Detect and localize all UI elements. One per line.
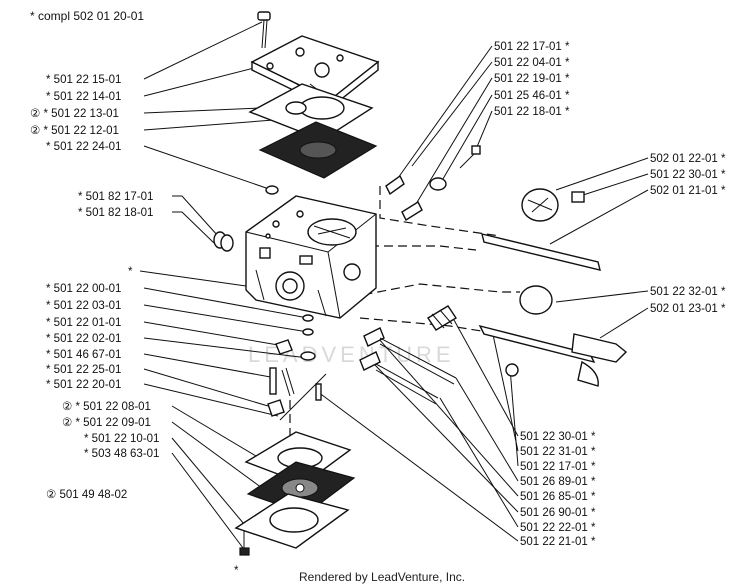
pump-diaphragm xyxy=(258,121,378,179)
bottom-screw xyxy=(239,530,250,556)
part-label-bottom-right-1: 501 22 30-01 * xyxy=(520,431,596,443)
part-label-far-right-1: 502 01 22-01 * xyxy=(650,153,726,165)
part-label-left-1: * 501 22 15-01 xyxy=(46,74,121,86)
part-label-left-8: * xyxy=(128,266,133,278)
part-label-left-15: * 501 22 20-01 xyxy=(46,379,121,391)
part-label-left-19: * 503 48 63-01 xyxy=(84,448,159,460)
top-screw xyxy=(257,11,271,49)
part-label-left-16: ② * 501 22 08-01 xyxy=(62,401,151,413)
throttle-shaft xyxy=(481,188,601,271)
small-washer xyxy=(265,185,279,195)
far-right-labels: 502 01 22-01 * 501 22 30-01 * 502 01 21-… xyxy=(650,153,726,315)
part-label-left-6: * 501 82 17-01 xyxy=(78,191,153,203)
part-label-bottom-right-4: 501 26 89-01 * xyxy=(520,476,596,488)
choke-shaft xyxy=(478,285,628,387)
part-label-left-4: ② * 501 22 12-01 xyxy=(30,125,119,137)
needle-springs xyxy=(385,145,481,222)
part-label-bottom-right-2: 501 22 31-01 * xyxy=(520,446,596,458)
small-fittings xyxy=(267,314,327,421)
part-label-left-7: * 501 82 18-01 xyxy=(78,207,153,219)
part-label-left-2: * 501 22 14-01 xyxy=(46,91,121,103)
part-label-bottom-right-7: 501 22 22-01 * xyxy=(520,522,596,534)
part-label-bottom-right-3: 501 22 17-01 * xyxy=(520,461,596,473)
labels: * compl 502 01 20-01 * 501 22 15-01 * 50… xyxy=(30,9,726,584)
metering-cover xyxy=(234,493,350,549)
o-rings xyxy=(213,231,234,252)
part-label-far-right-5: 502 01 23-01 * xyxy=(650,303,726,315)
part-label-far-right-2: 501 22 30-01 * xyxy=(650,169,726,181)
part-label-left-14: * 501 22 25-01 xyxy=(46,364,121,376)
metering-diaphragm xyxy=(246,461,356,515)
part-label-left-13: * 501 46 67-01 xyxy=(46,349,121,361)
carburetor-body xyxy=(245,195,377,319)
part-label-left-9: * 501 22 00-01 xyxy=(46,283,121,295)
part-label-bottom-right-6: 501 26 90-01 * xyxy=(520,507,596,519)
part-label-bottom-right-5: 501 26 85-01 * xyxy=(520,491,596,503)
part-label-left-11: * 501 22 01-01 xyxy=(46,317,121,329)
top-right-labels: 501 22 17-01 * 501 22 04-01 * 501 22 19-… xyxy=(494,41,570,118)
bottom-asterisk: * xyxy=(234,565,239,577)
part-label-left-10: * 501 22 03-01 xyxy=(46,300,121,312)
assembly-label: * compl 502 01 20-01 xyxy=(30,9,144,23)
part-label-bottom-right-8: 501 22 21-01 * xyxy=(520,536,596,548)
part-label-left-3: ② * 501 22 13-01 xyxy=(30,108,119,120)
part-label-left-20: ② 501 49 48-02 xyxy=(46,489,127,501)
part-label-top-right-1: 501 22 17-01 * xyxy=(494,41,570,53)
part-label-left-12: * 501 22 02-01 xyxy=(46,333,121,345)
render-credit: Rendered by LeadVenture, Inc. xyxy=(299,570,465,584)
bottom-right-labels: 501 22 30-01 * 501 22 31-01 * 501 22 17-… xyxy=(520,431,596,548)
leader-lines xyxy=(139,21,649,553)
parts xyxy=(213,11,628,556)
part-label-left-17: ② * 501 22 09-01 xyxy=(62,417,151,429)
part-label-far-right-4: 501 22 32-01 * xyxy=(650,286,726,298)
assembly-axes xyxy=(289,186,520,440)
part-label-far-right-3: 502 01 21-01 * xyxy=(650,185,726,197)
part-label-top-right-5: 501 22 18-01 * xyxy=(494,106,570,118)
metering-gasket-top xyxy=(244,431,352,485)
adjustment-needles xyxy=(359,305,457,405)
part-label-top-right-2: 501 22 04-01 * xyxy=(494,57,570,69)
part-label-top-right-4: 501 25 46-01 * xyxy=(494,90,570,102)
left-labels: * 501 22 15-01 * 501 22 14-01 ② * 501 22… xyxy=(30,74,159,501)
part-label-left-5: * 501 22 24-01 xyxy=(46,141,121,153)
part-label-left-18: * 501 22 10-01 xyxy=(84,433,159,445)
part-label-top-right-3: 501 22 19-01 * xyxy=(494,73,570,85)
